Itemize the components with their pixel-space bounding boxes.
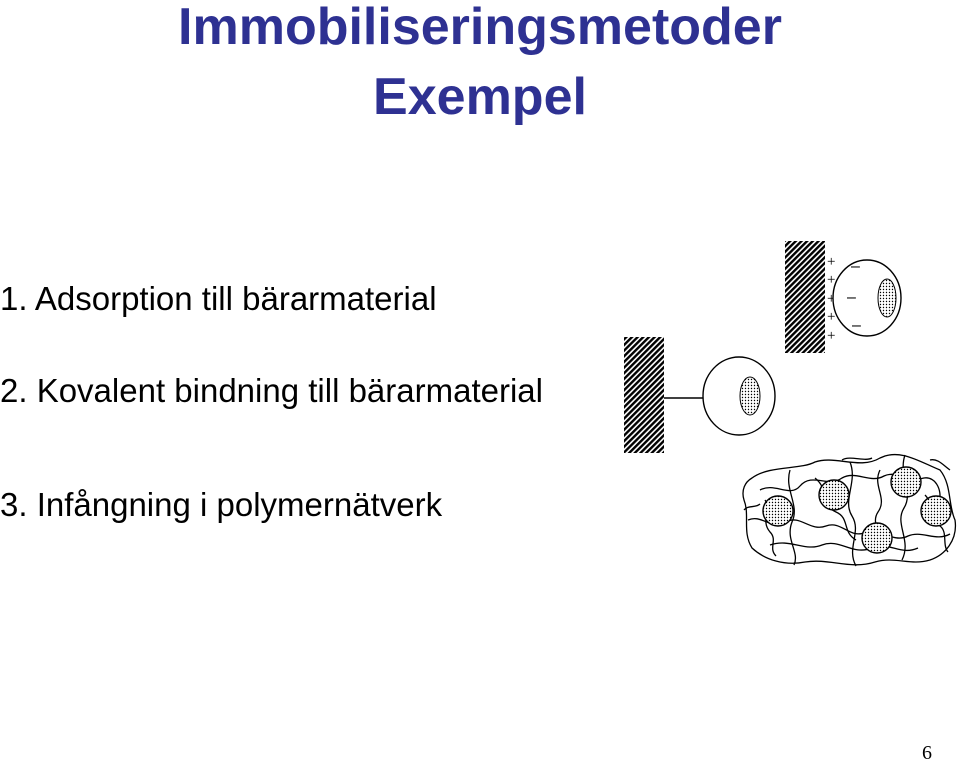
carrier-surface: [624, 337, 664, 453]
minus-sign: –: [851, 258, 860, 275]
entrapped-cell: [891, 467, 921, 497]
page-number: 6: [922, 742, 932, 765]
plus-sign: +: [827, 254, 835, 270]
covalent-binding-diagram: [624, 337, 775, 453]
plus-sign: +: [827, 328, 835, 344]
minus-sign: –: [852, 317, 861, 334]
polymer-strand: [770, 543, 918, 550]
cell: [703, 357, 775, 435]
cell-nucleus: [740, 377, 760, 415]
minus-sign: –: [847, 289, 856, 306]
entrapped-cell: [921, 496, 951, 526]
entrapped-cell: [862, 523, 892, 553]
entrapped-cell: [763, 496, 793, 526]
adsorption-diagram: + + + + + – – –: [785, 241, 901, 353]
cell-nucleus: [878, 279, 896, 317]
plus-sign: +: [827, 309, 835, 325]
polymer-strand: [849, 462, 856, 566]
carrier-surface: [785, 241, 825, 353]
entrapped-cell: [819, 480, 849, 510]
